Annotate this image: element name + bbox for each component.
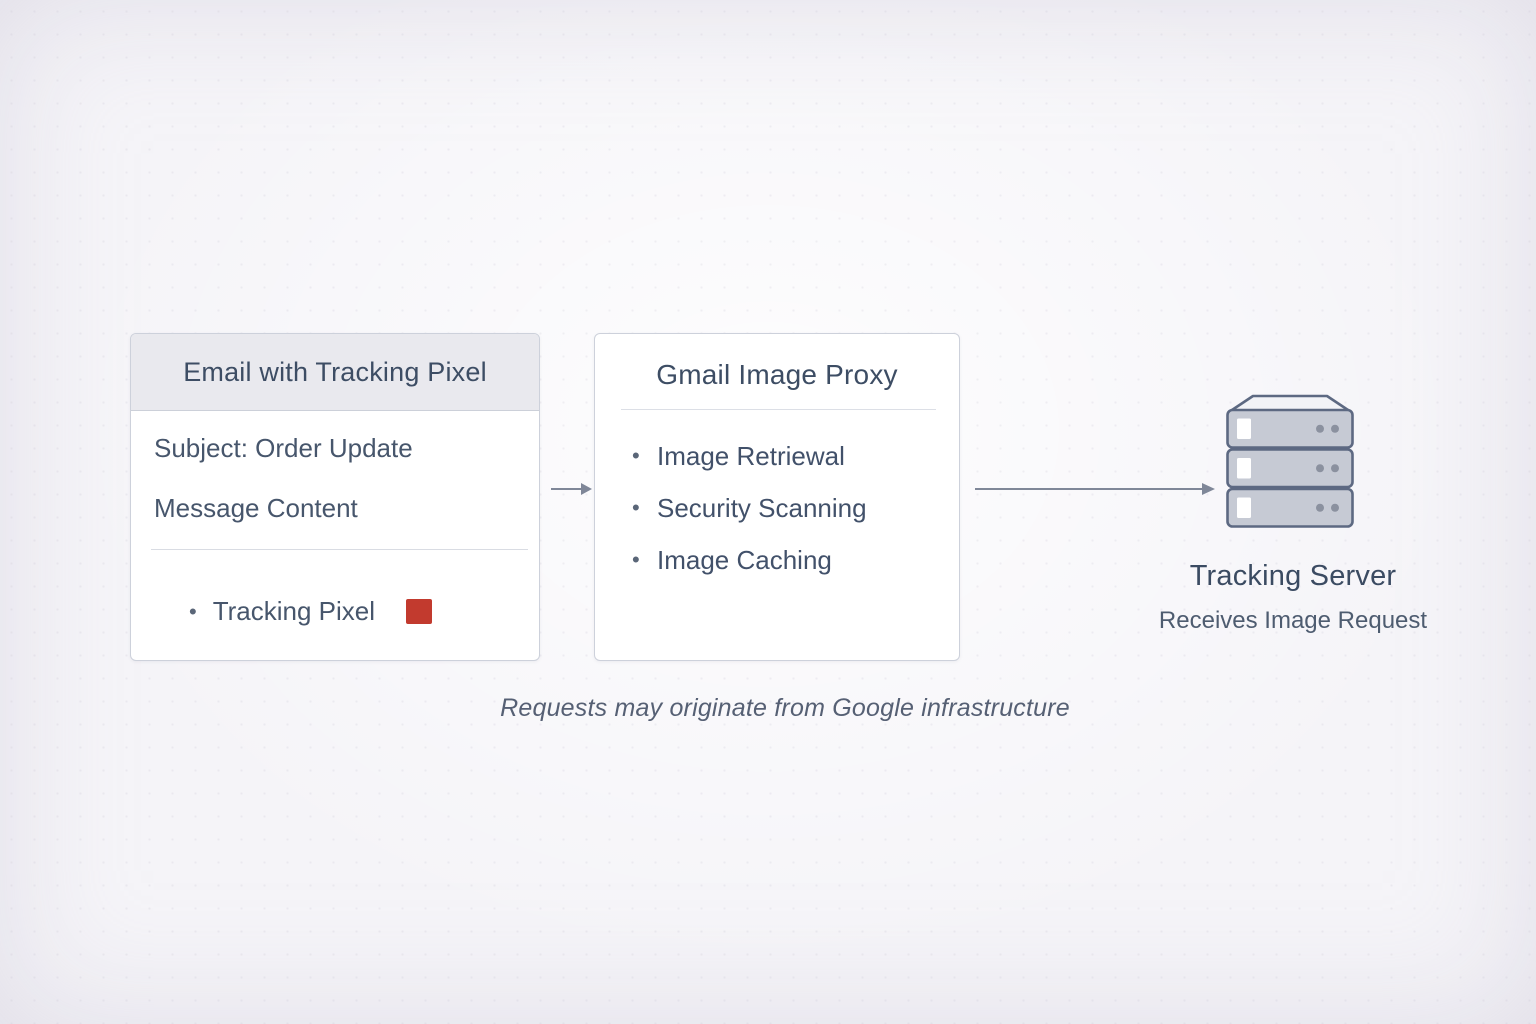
tracking-pixel-swatch bbox=[406, 599, 433, 624]
list-item: Image Retriewal bbox=[632, 439, 949, 473]
tracking-pixel-row: • Tracking Pixel bbox=[189, 596, 539, 627]
proxy-feature-list: Image Retriewal Security Scanning Image … bbox=[632, 439, 949, 595]
email-divider bbox=[151, 549, 528, 550]
tracking-pixel-label: Tracking Pixel bbox=[212, 596, 376, 626]
arrow-proxy-to-server-icon bbox=[975, 483, 1215, 495]
server-label-group: Tracking Server Receives Image Request bbox=[1132, 560, 1454, 635]
server-title: Tracking Server bbox=[1189, 560, 1397, 592]
proxy-box-title: Gmail Image Proxy bbox=[656, 359, 898, 390]
email-message-line: Message Content bbox=[154, 493, 358, 523]
email-box-header: Email with Tracking Pixel bbox=[131, 334, 539, 411]
list-item: Image Caching bbox=[632, 543, 949, 577]
arrow-email-to-proxy-icon bbox=[551, 483, 592, 495]
email-box: Email with Tracking Pixel Subject: Order… bbox=[130, 333, 540, 661]
bullet-icon: • bbox=[189, 598, 197, 624]
list-item: Security Scanning bbox=[632, 491, 949, 525]
proxy-divider bbox=[621, 409, 936, 410]
diagram-caption: Requests may originate from Google infra… bbox=[500, 694, 1070, 722]
email-box-title: Email with Tracking Pixel bbox=[183, 356, 487, 387]
email-subject-line: Subject: Order Update bbox=[154, 433, 413, 463]
server-rack-icon bbox=[1226, 394, 1354, 528]
proxy-box: Gmail Image Proxy Image Retriewal Securi… bbox=[594, 333, 960, 661]
server-subtitle: Receives Image Request bbox=[1158, 607, 1428, 634]
